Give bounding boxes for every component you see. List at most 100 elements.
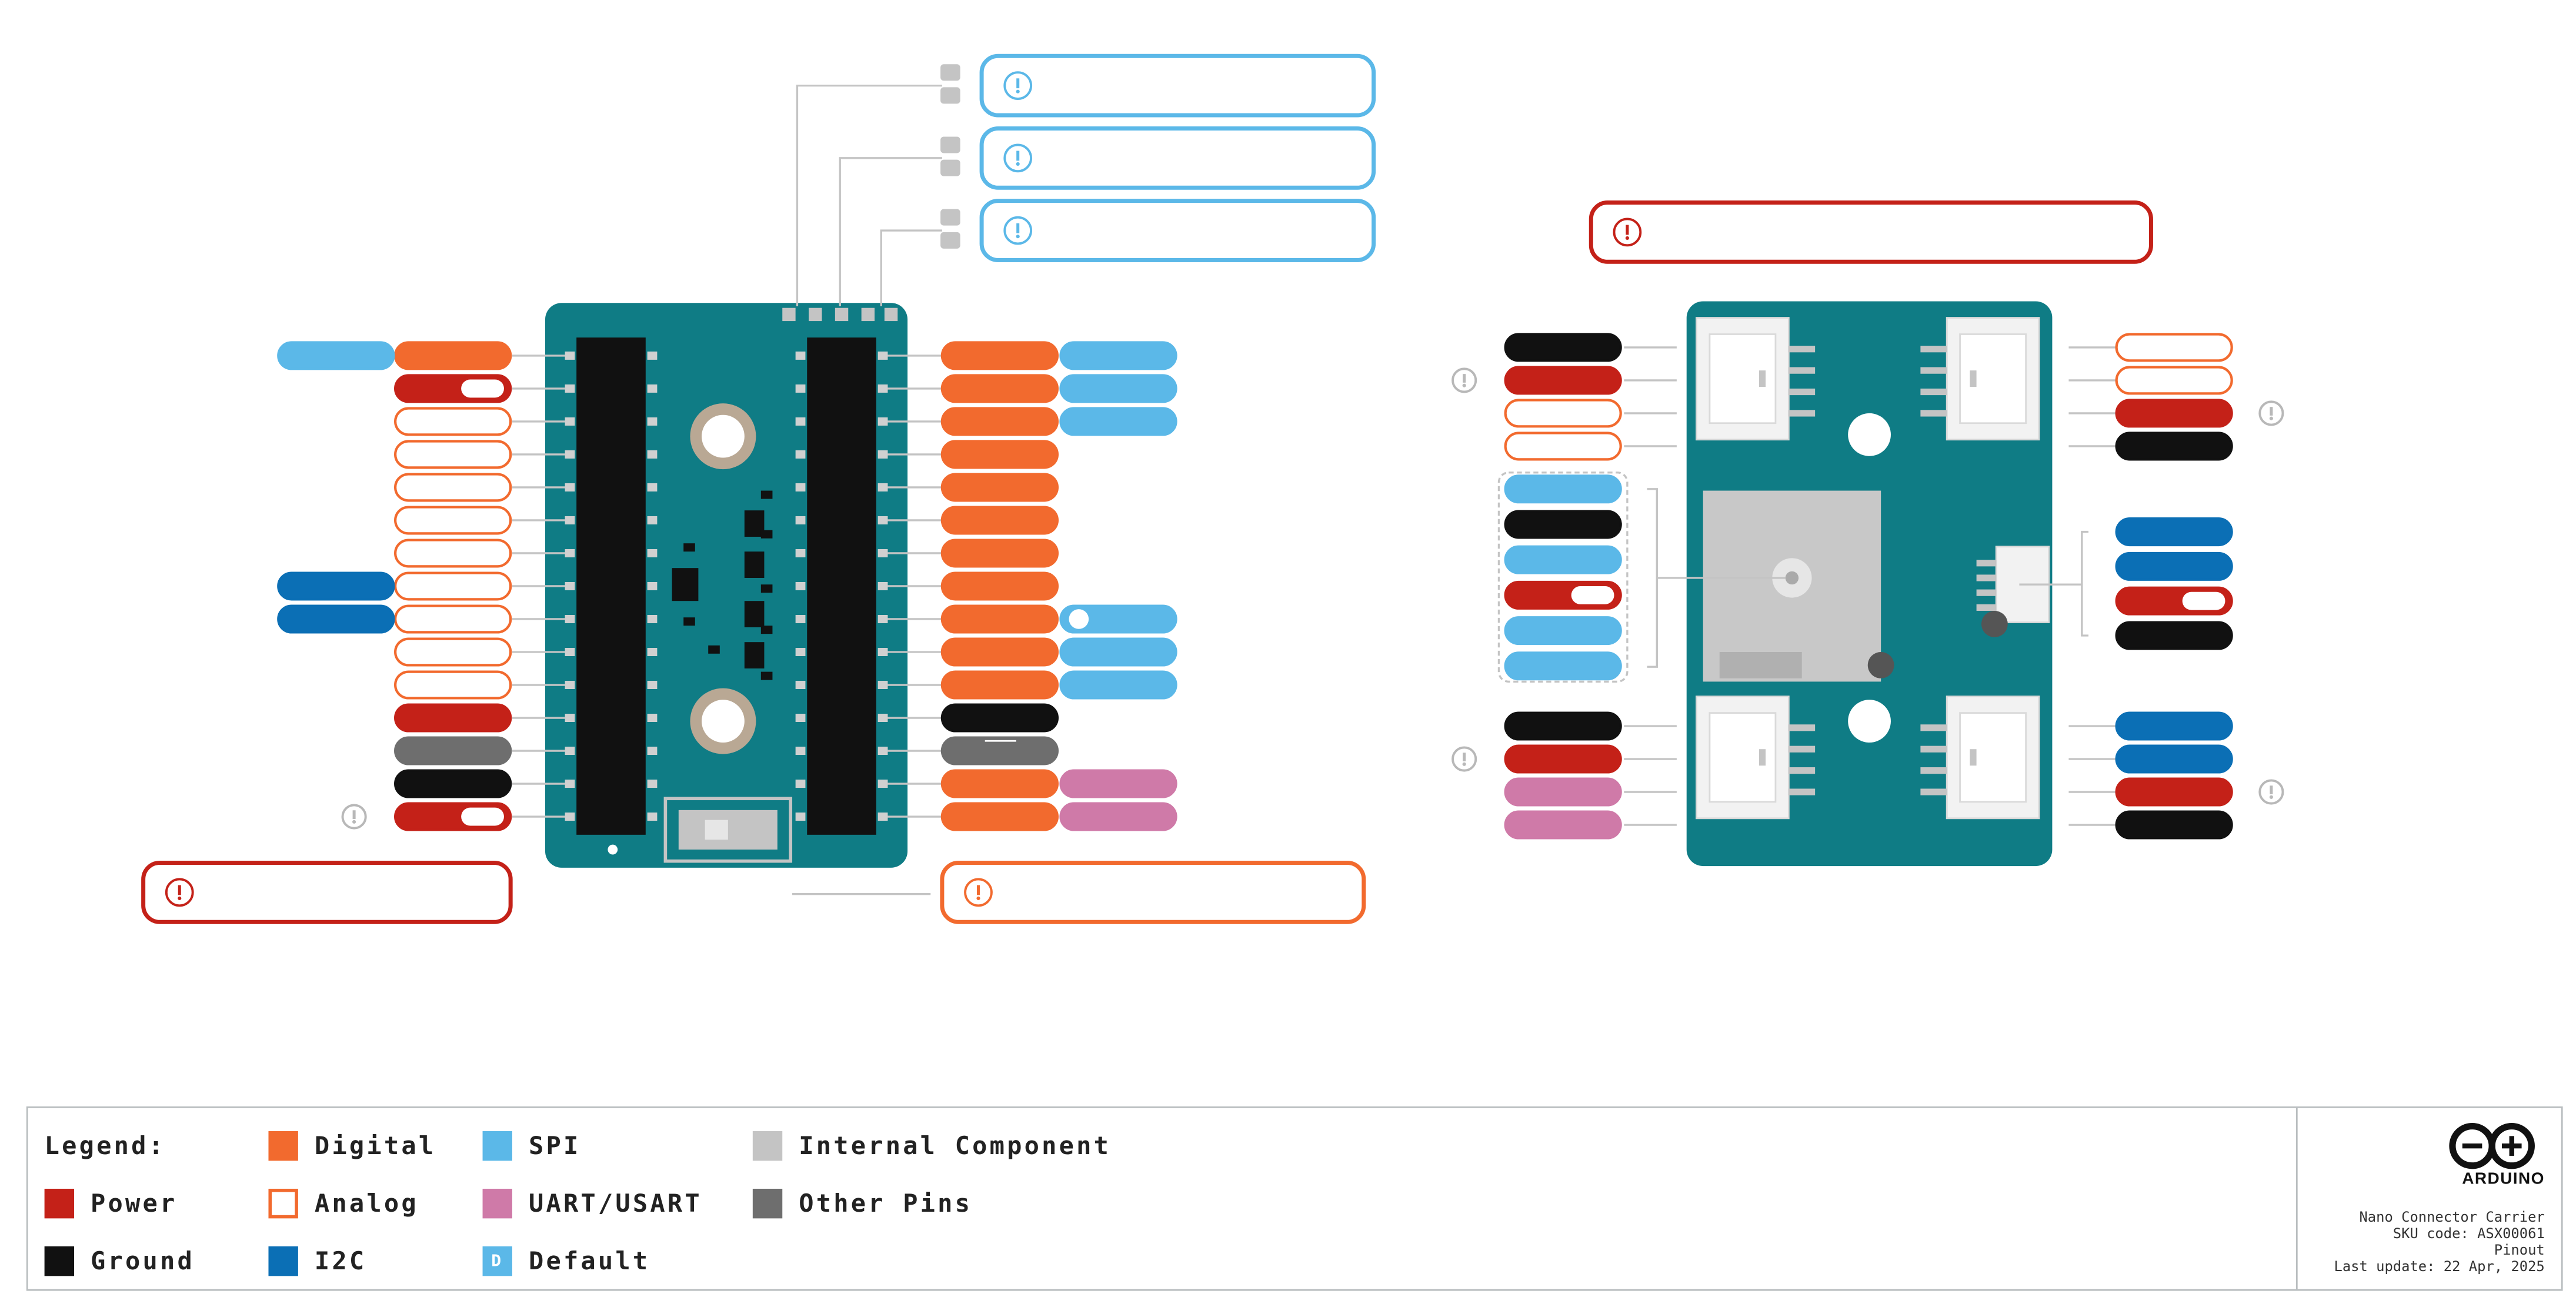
j6-pin-vcc-box bbox=[2115, 777, 2233, 807]
solder-jumper-pad bbox=[809, 307, 822, 322]
legend-label: Other Pins bbox=[799, 1188, 973, 1219]
left-pad-inner bbox=[647, 450, 658, 459]
left-pad bbox=[565, 747, 575, 755]
left-pad-inner bbox=[647, 813, 658, 821]
pinout-diagram bbox=[141, 54, 2284, 924]
j4-pin-vcc-box bbox=[1504, 744, 1622, 774]
j7-vcc-info-icon-dot bbox=[2269, 416, 2273, 420]
left-pin-a4-box bbox=[394, 571, 512, 601]
right-pad bbox=[877, 714, 888, 723]
left-pad-inner bbox=[647, 681, 658, 690]
right-pad bbox=[877, 581, 888, 590]
microsd-bracket bbox=[1647, 488, 1658, 668]
microsd-center bbox=[1785, 571, 1799, 585]
right-pin-d10-box bbox=[940, 407, 1059, 436]
qwiic-lead bbox=[1976, 604, 1997, 611]
microsd-pin-miso-box bbox=[1504, 474, 1622, 504]
grove-j7-lead bbox=[1920, 346, 1947, 353]
qwiic-lead bbox=[1976, 589, 1997, 596]
brand-doc-type: Pinout bbox=[2494, 1243, 2545, 1260]
microsd-pin-3v3-badge-box bbox=[1571, 586, 1614, 604]
brand-sku: SKU code: ASX00061 bbox=[2393, 1226, 2545, 1243]
right-pad-inner bbox=[795, 714, 806, 723]
right-pin-d11-box bbox=[940, 374, 1059, 403]
jumper-pad-top bbox=[940, 136, 960, 153]
transistor bbox=[744, 551, 765, 578]
left-pin-a3-box bbox=[394, 539, 512, 568]
right-pad bbox=[877, 417, 888, 426]
left-pad bbox=[565, 549, 575, 557]
grove-j4-lead bbox=[1788, 788, 1816, 795]
left-header-strip bbox=[576, 337, 646, 835]
legend-swatch bbox=[268, 1246, 298, 1276]
right-pad bbox=[877, 647, 888, 656]
legend-item-uart-usart: UART/USART bbox=[482, 1188, 702, 1219]
bottom-hole-bottom bbox=[1848, 700, 1891, 743]
jumper-note-2-box bbox=[979, 126, 1376, 190]
right-pin-alt-mosi-box bbox=[1059, 374, 1177, 403]
legend-swatch bbox=[752, 1131, 783, 1161]
legend-label: Analog bbox=[314, 1188, 419, 1219]
j7-pin-a1-box bbox=[2115, 366, 2233, 395]
legend-item-ground: Ground bbox=[44, 1246, 195, 1276]
left-pin-a7-box bbox=[394, 670, 512, 700]
left-pad bbox=[565, 780, 575, 788]
mounting-hole bbox=[702, 414, 745, 458]
right-pad bbox=[877, 384, 888, 393]
grove-j4-lead bbox=[1788, 724, 1816, 731]
legend-label: Default bbox=[528, 1246, 650, 1276]
left-pad bbox=[565, 614, 575, 623]
right-pin-d12-box bbox=[940, 341, 1059, 370]
left-pad bbox=[565, 384, 575, 393]
vin-info-icon-dot bbox=[352, 820, 356, 824]
left-pad-inner bbox=[647, 483, 658, 492]
solder-jumper-pad bbox=[782, 307, 796, 322]
vcc-note-icon-dot bbox=[1625, 236, 1629, 240]
grove-j6-key bbox=[1970, 749, 1977, 766]
right-header-strip bbox=[807, 337, 876, 835]
right-pad bbox=[877, 681, 888, 690]
legend-title: Legend: bbox=[44, 1131, 166, 1161]
right-pin-alt-rx-box bbox=[1059, 769, 1177, 798]
jumper-note-2-icon bbox=[1003, 143, 1033, 173]
j7-pin-gnd-box bbox=[2115, 432, 2233, 461]
left-pin-a0-box bbox=[394, 440, 512, 469]
smd-component bbox=[683, 617, 695, 626]
legend-item-i2c: I2C bbox=[268, 1246, 366, 1276]
j5-pin-vcc-box bbox=[1504, 366, 1622, 395]
left-pad-inner bbox=[647, 780, 658, 788]
right-pad-inner bbox=[795, 780, 806, 788]
left-pin-a1-box bbox=[394, 473, 512, 502]
legend-label: Digital bbox=[314, 1131, 436, 1161]
left-pad bbox=[565, 483, 575, 492]
legend-item-power: Power bbox=[44, 1188, 178, 1219]
jumper-pad-bottom bbox=[940, 87, 960, 104]
grove-j6-lead bbox=[1920, 724, 1947, 731]
legend-swatch bbox=[268, 1131, 298, 1161]
right-pad-inner bbox=[795, 614, 806, 623]
legend-item-analog: Analog bbox=[268, 1188, 419, 1219]
switch-warning-icon bbox=[964, 878, 993, 907]
switch-warning-box bbox=[940, 860, 1366, 924]
j6-pin-gnd-box bbox=[2115, 810, 2233, 840]
voltage-warning-box bbox=[141, 860, 513, 924]
left-pad-inner bbox=[647, 647, 658, 656]
j4-pin-gnd-box bbox=[1504, 711, 1622, 741]
jumper-note-1-icon-dot bbox=[1016, 89, 1020, 93]
smd-component bbox=[760, 584, 773, 593]
board-dot bbox=[608, 844, 618, 855]
solder-jumper-pad bbox=[884, 307, 898, 322]
right-pad-inner bbox=[795, 351, 806, 360]
left-pin-a2-box bbox=[394, 506, 512, 535]
jumper-pad-bottom bbox=[940, 159, 960, 176]
j4-pin-rx-box bbox=[1504, 810, 1622, 840]
jumper-note-3-box bbox=[979, 199, 1376, 262]
legend-label: Ground bbox=[91, 1246, 195, 1276]
j5-pin-a2-box bbox=[1504, 432, 1622, 461]
voltage-warning-icon bbox=[165, 878, 194, 907]
jumper-note-2-icon-dot bbox=[1016, 162, 1020, 166]
right-pin-alt-sd_ss-box bbox=[1059, 604, 1177, 634]
left-pad bbox=[565, 581, 575, 590]
right-pad-inner bbox=[795, 450, 806, 459]
